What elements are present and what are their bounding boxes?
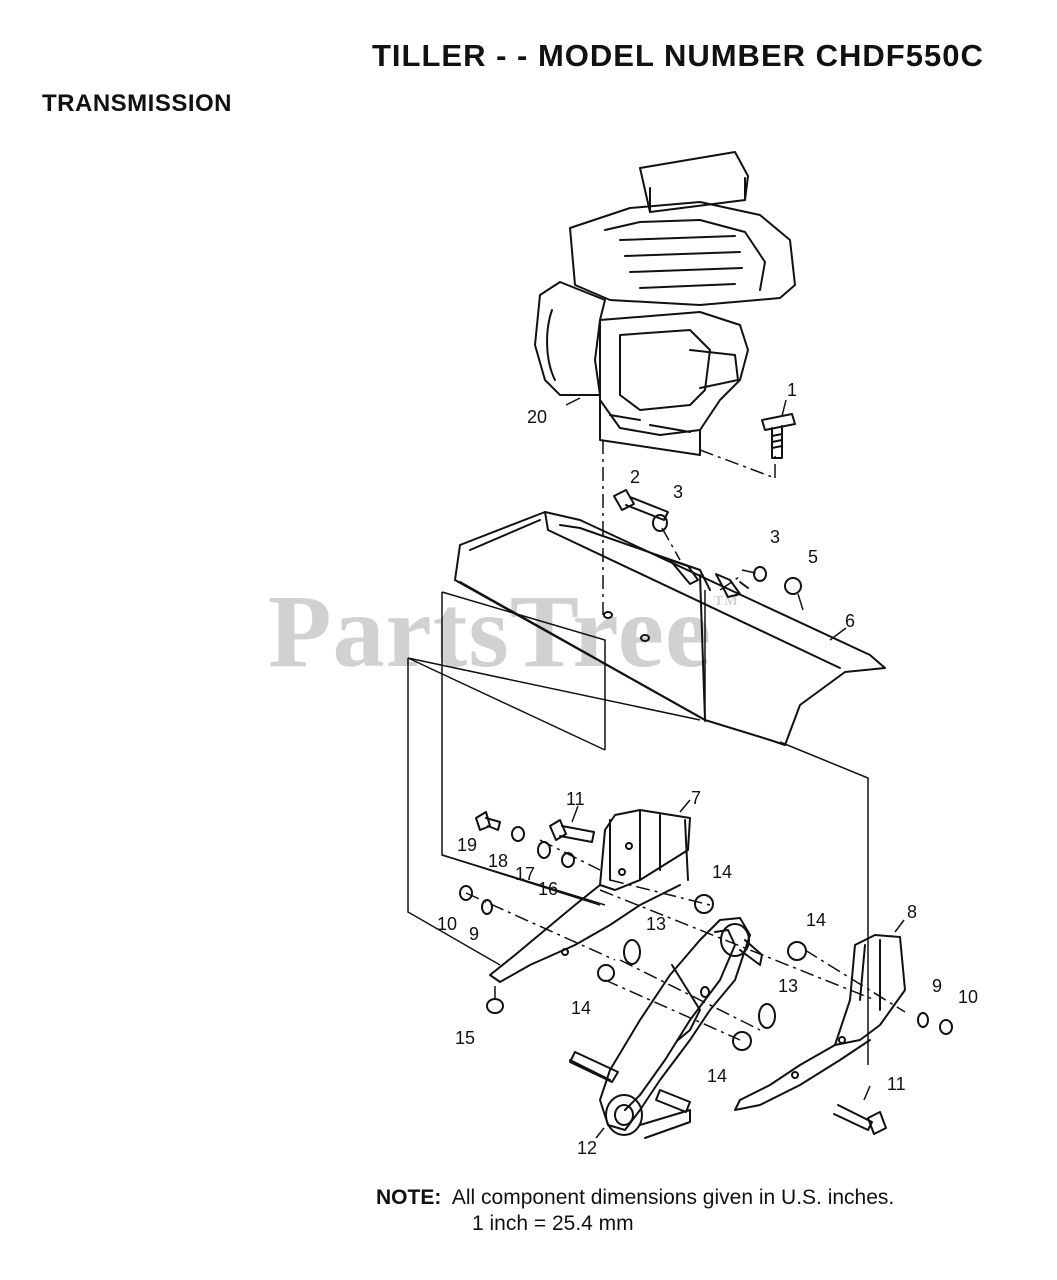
- note-line-1: All component dimensions given in U.S. i…: [451, 1186, 895, 1209]
- washer-part-3b: [753, 566, 767, 582]
- bolt-part-1: [761, 413, 796, 459]
- bolt-part-19: [475, 811, 501, 831]
- note-line-2: 1 inch = 25.4 mm: [472, 1212, 634, 1235]
- callout-9: 9: [932, 976, 942, 996]
- nut-part-16: [561, 852, 575, 868]
- tine-shield-part-6: [454, 511, 886, 746]
- section-title: TRANSMISSION: [42, 90, 233, 117]
- bolt-part-11-lower: [833, 1104, 887, 1135]
- callout-14: 14: [712, 862, 732, 882]
- bolt-part-11-upper: [549, 819, 595, 843]
- page-title: TILLER - - MODEL NUMBER CHDF550C: [372, 38, 984, 73]
- callout-14: 14: [806, 910, 826, 930]
- assembly-lines: [465, 440, 906, 1041]
- shaft-right: [655, 1089, 691, 1113]
- washer-part-3a: [652, 514, 668, 532]
- dimensions-note: NOTE: All component dimensions given in …: [376, 1185, 894, 1237]
- washer-part-13a: [623, 939, 641, 965]
- callout-11: 11: [566, 789, 585, 809]
- callout-10: 10: [437, 914, 457, 934]
- callout-20: 20: [527, 407, 547, 427]
- callout-3: 3: [770, 527, 780, 547]
- callout-numbers: 1 2 3 3 5 6 7 8 9 9 10 10 11 11 12 13 13…: [437, 380, 978, 1158]
- callout-13: 13: [778, 976, 798, 996]
- callout-19: 19: [457, 835, 477, 855]
- callout-7: 7: [691, 788, 701, 808]
- nut-part-5: [784, 577, 802, 595]
- bolt-part-2: [613, 489, 669, 521]
- callout-14: 14: [707, 1066, 727, 1086]
- watermark-text: PartsTree: [268, 574, 713, 689]
- spacer-part-14c: [597, 964, 615, 982]
- washer-part-18: [511, 826, 525, 842]
- callout-10: 10: [958, 987, 978, 1007]
- callout-11: 11: [887, 1074, 906, 1094]
- callout-13: 13: [646, 914, 666, 934]
- spacer-part-14d: [732, 1031, 752, 1051]
- engine-part-20: [534, 151, 796, 456]
- callout-16: 16: [538, 879, 558, 899]
- callout-14: 14: [571, 998, 591, 1018]
- callout-8: 8: [907, 902, 917, 922]
- callout-2: 2: [630, 467, 640, 487]
- assembly-frames: [407, 590, 869, 1065]
- note-label: NOTE:: [376, 1186, 442, 1209]
- washer-part-9b: [917, 1012, 929, 1028]
- nut-part-10b: [939, 1019, 953, 1035]
- callout-leaders: [565, 397, 905, 1139]
- tine-bracket-part-8: [734, 934, 906, 1111]
- transmission-housing-part-12: [569, 917, 763, 1139]
- tine-bracket-part-7: [489, 809, 691, 983]
- nut-part-15: [486, 998, 504, 1014]
- washer-small-13: [700, 986, 710, 998]
- callout-5: 5: [808, 547, 818, 567]
- washer-part-13b: [758, 1003, 776, 1029]
- callout-9: 9: [469, 924, 479, 944]
- watermark-trademark: TM: [714, 594, 739, 609]
- callout-15: 15: [455, 1028, 475, 1048]
- callout-6: 6: [845, 611, 855, 631]
- shaft-left: [569, 1051, 619, 1083]
- callout-17: 17: [515, 864, 535, 884]
- nut-part-10a: [459, 885, 473, 901]
- washer-part-9a: [481, 899, 493, 915]
- spacer-part-14a: [694, 894, 714, 914]
- callout-12: 12: [577, 1138, 597, 1158]
- spacer-part-14b: [787, 941, 807, 961]
- callout-1: 1: [787, 380, 797, 400]
- callout-18: 18: [488, 851, 508, 871]
- callout-3: 3: [673, 482, 683, 502]
